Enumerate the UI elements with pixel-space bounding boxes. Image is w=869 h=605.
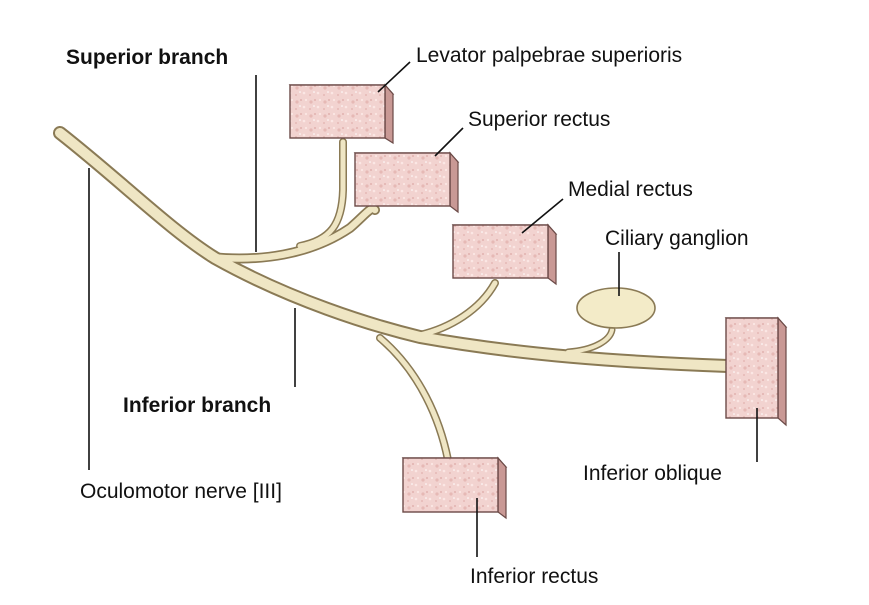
label-medial-rectus: Medial rectus	[568, 178, 693, 201]
inferior-rectus-nerve	[377, 335, 451, 463]
nerve-fills	[55, 128, 733, 463]
label-levator: Levator palpebrae superioris	[416, 44, 682, 67]
inferior-rectus-nerve-outline	[376, 334, 452, 464]
superior-branch-nerve	[206, 205, 379, 262]
label-superior-branch: Superior branch	[66, 46, 228, 69]
label-inferior-branch: Inferior branch	[123, 394, 271, 417]
muscle-inferior-rectus	[401, 456, 508, 520]
label-inferior-oblique: Inferior oblique	[583, 462, 722, 485]
label-oculomotor-nerve: Oculomotor nerve [III]	[80, 480, 282, 503]
labels: Superior branch Levator palpebrae superi…	[66, 44, 749, 588]
leader-medial-rectus	[521, 198, 564, 234]
levator-nerve	[297, 139, 346, 249]
leader-superior-rectus	[434, 127, 464, 157]
nerve-main-trunk	[55, 128, 733, 371]
ganglion-root	[566, 328, 614, 354]
medial-rectus-nerve-outline	[416, 279, 499, 339]
leader-levator	[377, 61, 411, 93]
label-superior-rectus: Superior rectus	[468, 108, 610, 131]
medial-rectus-nerve	[417, 280, 498, 338]
muscle-medial-rectus	[451, 223, 558, 286]
leader-lines	[88, 61, 758, 557]
muscle-inferior-oblique	[724, 316, 788, 427]
ciliary-ganglion-shape	[576, 287, 656, 329]
label-inferior-rectus: Inferior rectus	[470, 565, 598, 588]
levator-nerve-outline	[296, 138, 347, 250]
muscle-levator	[288, 83, 395, 145]
muscle-superior-rectus	[353, 151, 460, 214]
label-ciliary-ganglion: Ciliary ganglion	[605, 227, 749, 250]
